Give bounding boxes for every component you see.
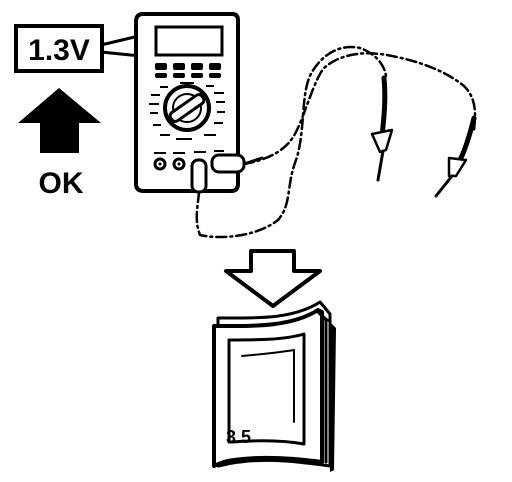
- up-arrow-icon: [18, 88, 101, 153]
- com-probe-plug: [190, 158, 208, 194]
- dial-markings: [149, 82, 225, 126]
- multimeter: [134, 12, 246, 194]
- manual-cover-frame: [227, 332, 306, 446]
- reading-callout-box: [14, 24, 104, 73]
- multimeter-display: [154, 25, 224, 57]
- probe-left: [370, 75, 394, 182]
- manual-section-number: 3.5: [226, 427, 251, 447]
- input-jacks: [153, 150, 224, 171]
- down-arrow-icon: [224, 249, 322, 308]
- v-probe-plug: [210, 153, 246, 174]
- service-manual: 3.5: [212, 300, 336, 472]
- probe-right: [434, 115, 477, 198]
- reading-value: 1.3V: [28, 34, 90, 67]
- dial-pointer: [168, 93, 206, 123]
- multimeter-buttons: [155, 63, 221, 78]
- probe-cables: [195, 45, 477, 239]
- ok-label: OK: [39, 167, 84, 200]
